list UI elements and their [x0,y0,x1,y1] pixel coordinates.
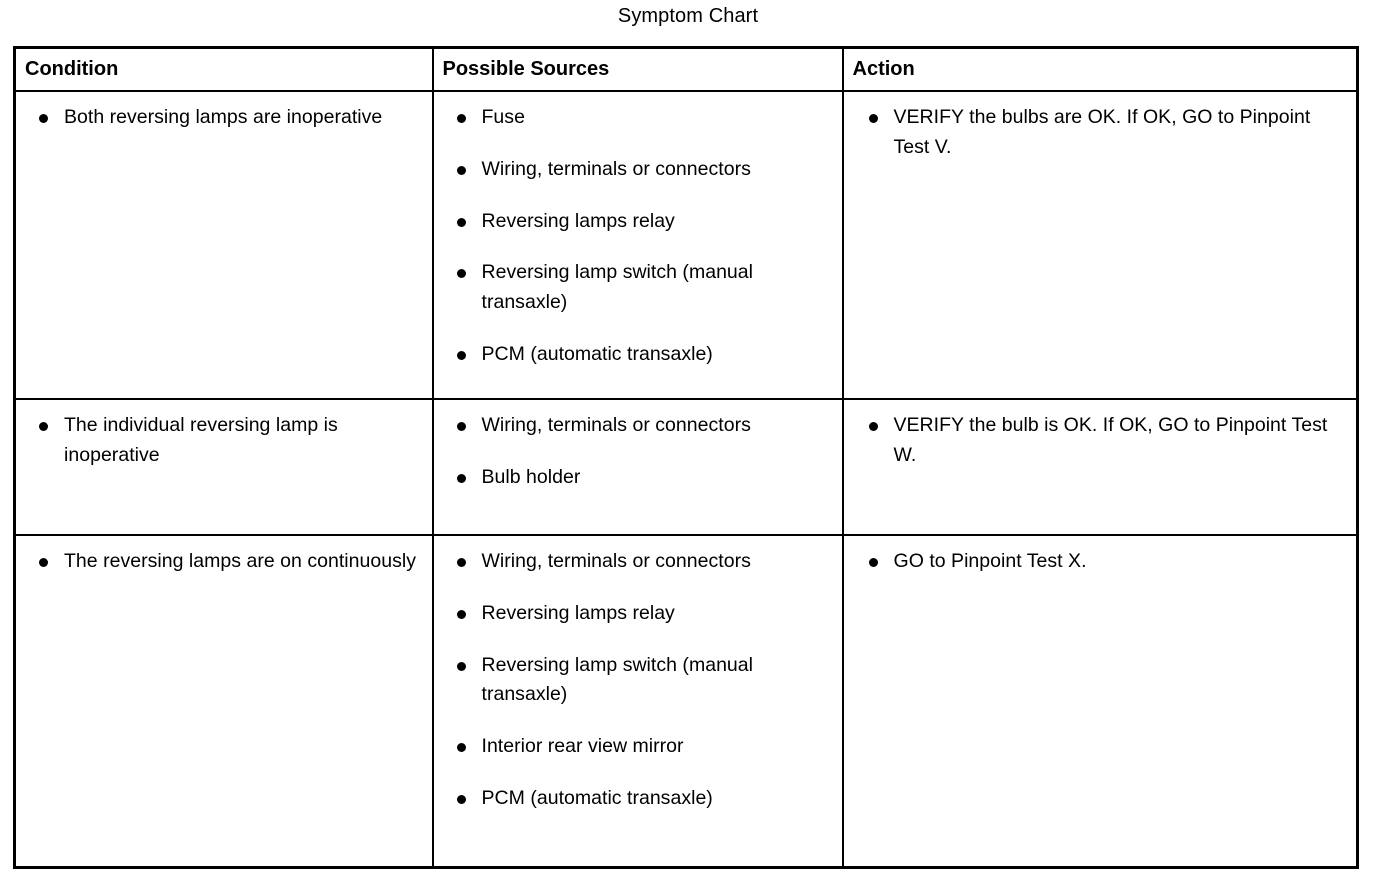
symptom-table-wrapper: Condition Possible Sources Action Both r… [13,46,1359,869]
list-item: Wiring, terminals or connectors [442,547,834,577]
bullet-icon [456,661,466,671]
list-item-label: Wiring, terminals or connectors [481,157,751,180]
list-item: Reversing lamps relay [442,207,834,237]
bullet-list: Wiring, terminals or connectors Reversin… [442,547,834,814]
cell-action: VERIFY the bulbs are OK. If OK, GO to Pi… [841,90,1359,400]
list-item-label: Reversing lamp switch (manual transaxle) [481,261,754,314]
list-item: Wiring, terminals or connectors [442,155,834,185]
cell-possible-sources: Wiring, terminals or connectors Bulb hol… [431,398,844,536]
cell-content: The individual reversing lamp is inopera… [16,400,432,534]
list-item-label: Wiring, terminals or connectors [481,414,751,436]
bullet-icon [456,269,466,279]
list-item: VERIFY the bulb is OK. If OK, GO to Pinp… [852,411,1349,471]
list-item-label: Reversing lamp switch (manual transaxle) [481,653,754,706]
table-body: Both reversing lamps are inoperative Fus… [13,90,1359,869]
list-item-label: Reversing lamps relay [481,209,675,232]
bullet-icon [456,558,466,567]
symptom-table: Condition Possible Sources Action Both r… [13,46,1359,869]
cell-content: VERIFY the bulb is OK. If OK, GO to Pinp… [844,400,1357,534]
list-item-label: Bulb holder [481,465,581,488]
bullet-icon [39,114,48,123]
bullet-icon [39,422,48,431]
bullet-icon [868,422,878,431]
bullet-list: The reversing lamps are on continuously [24,547,424,577]
list-item-label: The reversing lamps are on continuously [64,550,416,572]
bullet-list: GO to Pinpoint Test X. [852,547,1349,577]
list-item: Reversing lamps relay [442,599,834,629]
column-header-possible-sources: Possible Sources [431,46,844,92]
list-item-label: Wiring, terminals or connectors [481,550,751,572]
bullet-icon [456,473,466,483]
list-item: Wiring, terminals or connectors [442,411,834,441]
column-header-action: Action [841,46,1359,92]
bullet-icon [456,351,466,361]
list-item: The reversing lamps are on continuously [24,547,424,577]
cell-condition: The individual reversing lamp is inopera… [13,398,434,536]
list-item-label: Fuse [481,106,525,128]
cell-content: Fuse Wiring, terminals or connectors Rev… [434,92,842,398]
bullet-list: VERIFY the bulbs are OK. If OK, GO to Pi… [852,103,1349,163]
list-item-label: Both reversing lamps are inoperative [64,106,383,128]
list-item: VERIFY the bulbs are OK. If OK, GO to Pi… [852,103,1349,163]
list-item: Fuse [442,103,834,133]
bullet-icon [456,795,466,805]
bullet-icon [456,165,466,175]
cell-content: Both reversing lamps are inoperative [16,92,432,398]
list-item-label: PCM (automatic transaxle) [481,787,713,810]
bullet-list: Wiring, terminals or connectors Bulb hol… [442,411,834,493]
list-item-label: Interior rear view mirror [481,735,684,758]
list-item: GO to Pinpoint Test X. [852,547,1349,577]
cell-action: VERIFY the bulb is OK. If OK, GO to Pinp… [841,398,1359,536]
list-item: The individual reversing lamp is inopera… [24,411,424,471]
bullet-list: The individual reversing lamp is inopera… [24,411,424,471]
bullet-list: Both reversing lamps are inoperative [24,103,424,133]
table-row: Both reversing lamps are inoperative Fus… [13,90,1359,400]
cell-content: VERIFY the bulbs are OK. If OK, GO to Pi… [844,92,1357,398]
page-title: Symptom Chart [617,5,759,27]
cell-content: Wiring, terminals or connectors Reversin… [434,536,842,866]
cell-content: The reversing lamps are on continuously [16,536,432,866]
list-item: Interior rear view mirror [442,732,834,762]
bullet-icon [456,114,466,123]
cell-condition: The reversing lamps are on continuously [13,534,434,869]
list-item: Reversing lamp switch (manual transaxle) [442,651,834,711]
bullet-icon [456,217,466,227]
bullet-icon [868,114,878,123]
cell-content: Wiring, terminals or connectors Bulb hol… [434,400,842,534]
cell-possible-sources: Wiring, terminals or connectors Reversin… [431,534,844,869]
list-item: Bulb holder [442,463,834,493]
table-row: The individual reversing lamp is inopera… [13,398,1359,536]
bullet-icon [456,422,466,431]
column-header-condition: Condition [13,46,434,92]
list-item: PCM (automatic transaxle) [442,340,834,370]
list-item-label: GO to Pinpoint Test X. [893,550,1087,572]
list-item: Reversing lamp switch (manual transaxle) [442,258,834,318]
table-header-row: Condition Possible Sources Action [13,46,1359,92]
cell-content: GO to Pinpoint Test X. [844,536,1357,866]
bullet-icon [39,558,48,567]
bullet-icon [456,743,466,753]
table-row: The reversing lamps are on continuously … [13,534,1359,869]
list-item: PCM (automatic transaxle) [442,784,834,814]
list-item-label: The individual reversing lamp is inopera… [64,414,338,466]
list-item: Both reversing lamps are inoperative [24,103,424,133]
bullet-icon [456,609,466,619]
cell-action: GO to Pinpoint Test X. [841,534,1359,869]
cell-condition: Both reversing lamps are inoperative [13,90,434,400]
table-header: Condition Possible Sources Action [13,46,1359,92]
list-item-label: VERIFY the bulb is OK. If OK, GO to Pinp… [893,414,1328,466]
bullet-icon [868,558,878,567]
list-item-label: Reversing lamps relay [481,601,675,624]
bullet-list: VERIFY the bulb is OK. If OK, GO to Pinp… [852,411,1349,471]
bullet-list: Fuse Wiring, terminals or connectors Rev… [442,103,834,370]
list-item-label: VERIFY the bulbs are OK. If OK, GO to Pi… [893,106,1311,158]
list-item-label: PCM (automatic transaxle) [481,343,713,366]
cell-possible-sources: Fuse Wiring, terminals or connectors Rev… [431,90,844,400]
